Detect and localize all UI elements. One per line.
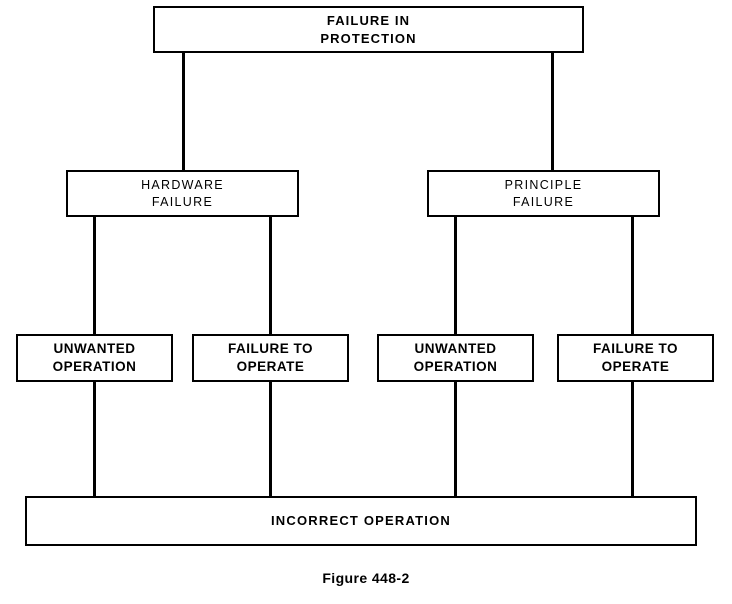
node-incorrect-operation: INCORRECT OPERATION bbox=[25, 496, 697, 546]
node-hardware-failure: HARDWARE FAILURE bbox=[66, 170, 299, 217]
connector-principle-failure-to-unwanted-operation bbox=[454, 216, 457, 336]
node-hardware-failure-to-operate-line2: OPERATE bbox=[236, 359, 305, 374]
node-failure-in-protection-line2: PROTECTION bbox=[320, 30, 417, 46]
node-incorrect-operation-label: INCORRECT OPERATION bbox=[270, 513, 451, 529]
figure-caption: Figure 448-2 bbox=[322, 570, 410, 586]
connector-leaf-4-to-incorrect-operation bbox=[631, 381, 634, 498]
node-hardware-unwanted-operation-line1: UNWANTED bbox=[53, 341, 136, 357]
node-principle-unwanted-operation: UNWANTED OPERATION bbox=[377, 334, 534, 382]
connector-hardware-failure-to-failure-to-operate bbox=[269, 216, 272, 336]
node-principle-unwanted-operation-line2: OPERATION bbox=[413, 359, 498, 374]
node-principle-failure-to-operate: FAILURE TO OPERATE bbox=[557, 334, 714, 382]
node-hardware-unwanted-operation-line2: OPERATION bbox=[52, 359, 137, 374]
node-hardware-failure-to-operate-line1: FAILURE TO bbox=[227, 341, 313, 357]
node-hardware-failure-line1: HARDWARE bbox=[141, 178, 224, 192]
connector-leaf-3-to-incorrect-operation bbox=[454, 381, 457, 498]
node-hardware-failure-line2: FAILURE bbox=[151, 194, 214, 209]
node-principle-failure: PRINCIPLE FAILURE bbox=[427, 170, 660, 217]
connector-hardware-failure-to-unwanted-operation bbox=[93, 216, 96, 336]
node-principle-failure-line2: FAILURE bbox=[512, 194, 575, 209]
connector-principle-failure-to-failure-to-operate bbox=[631, 216, 634, 336]
connector-leaf-1-to-incorrect-operation bbox=[93, 381, 96, 498]
connector-root-to-principle-failure bbox=[551, 52, 554, 172]
node-hardware-unwanted-operation: UNWANTED OPERATION bbox=[16, 334, 173, 382]
node-principle-failure-to-operate-line2: OPERATE bbox=[601, 359, 670, 374]
node-principle-unwanted-operation-line1: UNWANTED bbox=[414, 341, 497, 357]
node-failure-in-protection-line1: FAILURE IN bbox=[326, 13, 411, 29]
node-principle-failure-to-operate-line1: FAILURE TO bbox=[592, 341, 678, 357]
connector-root-to-hardware-failure bbox=[182, 52, 185, 172]
connector-leaf-2-to-incorrect-operation bbox=[269, 381, 272, 498]
node-hardware-failure-to-operate: FAILURE TO OPERATE bbox=[192, 334, 349, 382]
node-failure-in-protection: FAILURE IN PROTECTION bbox=[153, 6, 584, 53]
node-principle-failure-line1: PRINCIPLE bbox=[504, 178, 583, 192]
